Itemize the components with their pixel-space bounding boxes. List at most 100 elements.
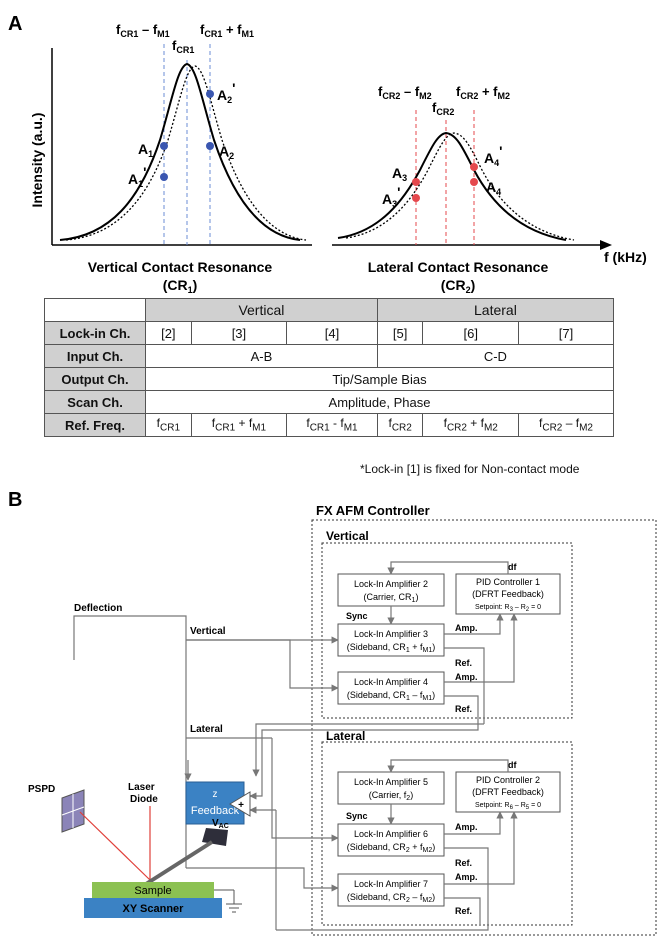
svg-text:Lock-In Amplifier 2: Lock-In Amplifier 2 (354, 579, 428, 589)
label-a2: A2 (219, 143, 234, 161)
laser-diode-label-1: Laser (128, 782, 155, 793)
svg-text:Lock-In Amplifier 6: Lock-In Amplifier 6 (354, 829, 428, 839)
vertical-df-label: df (508, 562, 517, 572)
vertical-amp4-label: Amp. (455, 672, 478, 682)
lateral-df-label: df (508, 760, 517, 770)
row-label-lockin: Lock-in Ch. (44, 321, 146, 345)
lockin-cell: [7] (517, 321, 615, 345)
svg-text:Lock-In Amplifier 3: Lock-In Amplifier 3 (354, 629, 428, 639)
pid-controller-1: PID Controller 1 (DFRT Feedback) Setpoin… (455, 573, 561, 615)
lockin-cell: [3] (190, 321, 288, 345)
lateral-wiring (276, 759, 518, 931)
summing-amplifier: + (229, 791, 251, 817)
cantilever-block (202, 828, 228, 846)
lockin-cell: [4] (286, 321, 378, 345)
x-axis-arrowhead (600, 240, 612, 250)
svg-text:(Sideband, CR2 + fM2): (Sideband, CR2 + fM2) (347, 842, 435, 854)
cr2-solid-curve (337, 131, 567, 241)
svg-text:PID Controller 2: PID Controller 2 (476, 775, 540, 785)
point-a4 (470, 178, 478, 186)
lockin-cell: [5] (376, 321, 424, 345)
cr2-center-label: fCR2 (432, 100, 454, 117)
svg-text:(DFRT Feedback): (DFRT Feedback) (472, 787, 544, 797)
row-label-ref: Ref. Freq. (44, 413, 146, 437)
lock-in-table: Vertical Lateral Lock-in Ch. [2] [3] [4]… (44, 298, 615, 437)
panel-a-label: A (8, 13, 22, 35)
svg-text:XY Scanner: XY Scanner (123, 903, 185, 915)
label-a3-prime: A3' (382, 184, 400, 209)
cr1-minus-label: fCR1 – fM1 (116, 22, 170, 39)
panel-b-label: B (8, 489, 22, 511)
vac-label: VAC (212, 818, 229, 830)
cr2-subtitle: (CR2) (441, 277, 476, 295)
svg-text:Lock-In Amplifier 5: Lock-In Amplifier 5 (354, 777, 428, 787)
cantilever (144, 840, 214, 886)
lock-in-amplifier-7: Lock-In Amplifier 7 (Sideband, CR2 – fM2… (337, 873, 445, 907)
svg-text:PID Controller 1: PID Controller 1 (476, 577, 540, 587)
label-a1: A1 (138, 141, 153, 159)
label-a2-prime: A2' (217, 80, 235, 105)
laser-diode-label-2: Diode (130, 794, 158, 805)
row-label-output: Output Ch. (44, 367, 146, 391)
table-footnote: *Lock-in [1] is fixed for Non-contact mo… (360, 462, 580, 476)
lateral-ref7-label: Ref. (455, 906, 472, 916)
cr2-minus-label: fCR2 – fM2 (378, 84, 432, 101)
cr1-subtitle: (CR1) (163, 277, 198, 295)
svg-text:z: z (213, 789, 218, 800)
cr1-dotted-curve (65, 65, 307, 241)
output-cell: Tip/Sample Bias (145, 367, 614, 391)
point-a3-prime (412, 194, 420, 202)
lateral-sync-label: Sync (346, 811, 368, 821)
y-axis-label: Intensity (a.u.) (29, 113, 45, 208)
deflection-label: Deflection (74, 603, 122, 614)
input-lateral-cell: C-D (376, 344, 615, 368)
cr1-title: Vertical Contact Resonance (88, 259, 273, 275)
vertical-group-title: Vertical (326, 529, 369, 543)
point-a2-prime (206, 90, 214, 98)
label-a4-prime: A4' (484, 143, 502, 168)
lock-in-amplifier-5: Lock-In Amplifier 5 (Carrier, f2) (337, 771, 445, 805)
controller-title: FX AFM Controller (316, 503, 430, 518)
axis-gap (312, 242, 332, 248)
label-a4: A4 (486, 179, 501, 197)
scan-cell: Amplitude, Phase (145, 390, 614, 414)
cr1-solid-curve (59, 62, 301, 241)
laser-beam-reflect (79, 811, 151, 881)
svg-text:Lock-In Amplifier 7: Lock-In Amplifier 7 (354, 879, 428, 889)
ref-freq-cell: fCR2 + fM2 (422, 413, 519, 437)
cr1-plus-label: fCR1 + fM1 (200, 22, 254, 39)
vertical-sync-label: Sync (346, 611, 368, 621)
point-a4-prime (470, 163, 478, 171)
point-a1-prime (160, 173, 168, 181)
svg-text:(Sideband, CR1 – fM1): (Sideband, CR1 – fM1) (347, 690, 435, 702)
lateral-amp6-label: Amp. (455, 822, 478, 832)
xy-scanner: XY Scanner (84, 898, 222, 918)
svg-text:Sample: Sample (134, 885, 171, 897)
x-axis-label: f (kHz) (604, 249, 647, 265)
svg-text:(DFRT Feedback): (DFRT Feedback) (472, 589, 544, 599)
input-wiring (73, 615, 484, 930)
label-a1-prime: A1' (128, 164, 146, 189)
vertical-group-box (321, 542, 573, 719)
table-group-lateral: Lateral (376, 298, 615, 322)
pspd-label: PSPD (28, 784, 55, 795)
vertical-amp3-label: Amp. (455, 623, 478, 633)
cr1-center-label: fCR1 (172, 38, 194, 55)
point-a2 (206, 142, 214, 150)
table-group-vertical: Vertical (145, 298, 378, 322)
ref-freq-cell: fCR2 (376, 413, 424, 437)
vertical-ref3-label: Ref. (455, 658, 472, 668)
sample-stage: Sample (92, 882, 214, 898)
svg-text:Lock-In Amplifier 4: Lock-In Amplifier 4 (354, 677, 428, 687)
lock-in-amplifier-2: Lock-In Amplifier 2 (Carrier, CR1) (337, 573, 445, 607)
lateral-group-box (321, 741, 573, 926)
lock-in-amplifier-6: Lock-In Amplifier 6 (Sideband, CR2 + fM2… (337, 823, 445, 857)
svg-text:(Carrier, CR1): (Carrier, CR1) (364, 592, 419, 604)
vertical-wiring (387, 561, 518, 724)
svg-text:Setpoint: R6 – R5 = 0: Setpoint: R6 – R5 = 0 (475, 802, 541, 811)
ref-freq-cell: fCR1 - fM1 (286, 413, 378, 437)
cr2-plus-label: fCR2 + fM2 (456, 84, 510, 101)
lockin-cell: [6] (422, 321, 519, 345)
ref-freq-cell: fCR1 + fM1 (190, 413, 288, 437)
svg-text:Feedback: Feedback (191, 805, 240, 817)
